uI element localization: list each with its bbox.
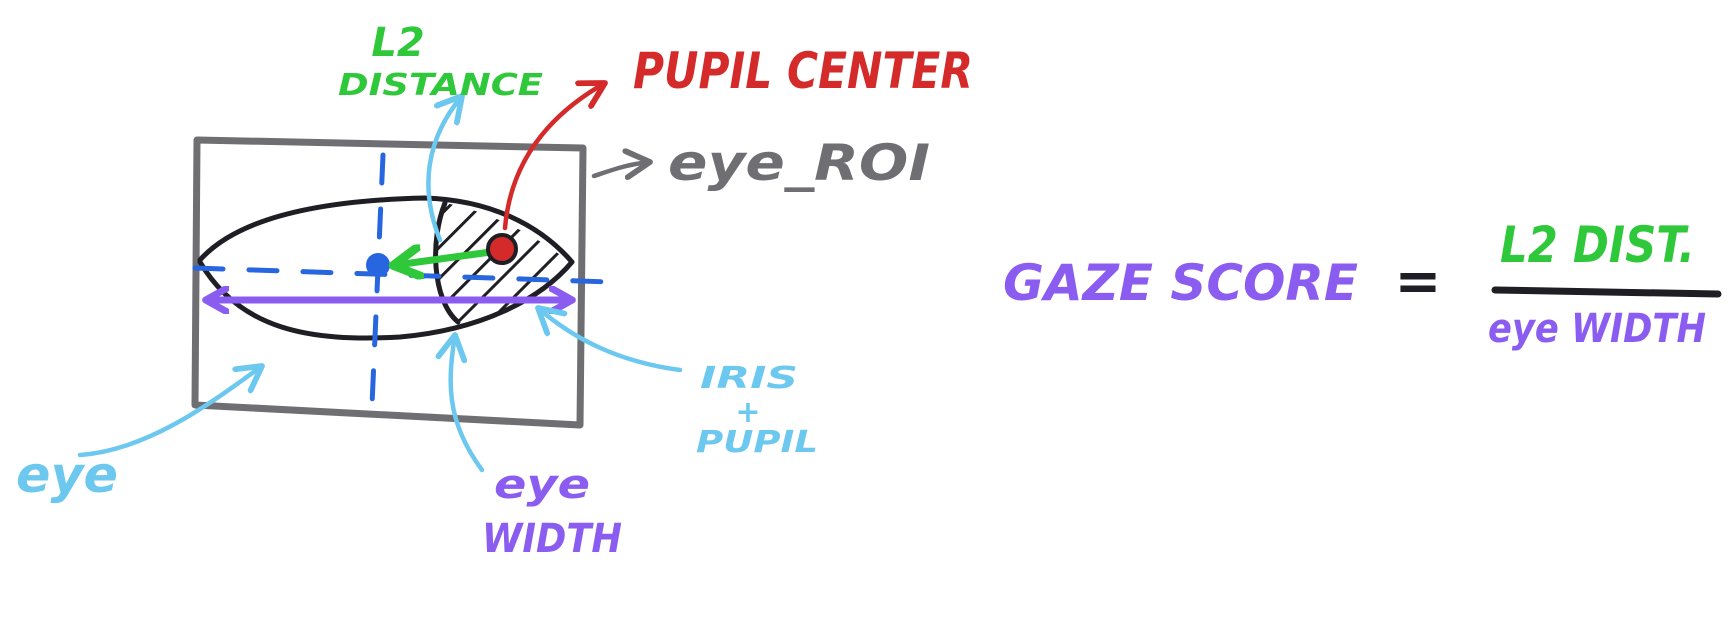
formula-denominator: eye WIDTH: [1488, 306, 1706, 352]
pupil-center-dot: [486, 233, 518, 265]
gaze-score-label: GAZE SCORE: [1003, 254, 1358, 312]
eye-roi-label: eye_ROI: [668, 134, 930, 192]
eye-width-label-top: eye: [494, 462, 590, 508]
eye-pointer-arrow: [77, 366, 262, 458]
horizontal-center-axis: [192, 265, 613, 285]
distance-label: DISTANCE: [338, 68, 544, 103]
eye-width-label-bottom: WIDTH: [482, 516, 622, 562]
eye-width-pointer-arrow: [451, 335, 485, 473]
roi-pointer-arrow: [591, 162, 650, 176]
iris-pointer-arrow: [538, 308, 683, 373]
eye-roi-box: [191, 136, 587, 429]
pupil-label: PUPIL: [696, 425, 818, 460]
l2-pointer-arrow: [426, 96, 462, 243]
pupil-pointer-arrow: [502, 83, 605, 231]
l2-label: L2: [371, 20, 424, 66]
eye-label: eye: [16, 446, 118, 504]
fraction-bar: [1491, 286, 1722, 298]
eye-outline: [197, 195, 575, 341]
iris-label: IRIS: [700, 361, 798, 396]
vertical-center-axis: [369, 152, 386, 408]
l2-distance-arrow: [396, 251, 502, 265]
pupil-center-label: PUPIL CENTER: [633, 42, 973, 100]
iris-plus-label: +: [735, 395, 760, 430]
equals-sign: =: [1395, 249, 1442, 314]
eye-center-dot: [366, 253, 390, 277]
formula-numerator: L2 DIST.: [1500, 216, 1695, 274]
